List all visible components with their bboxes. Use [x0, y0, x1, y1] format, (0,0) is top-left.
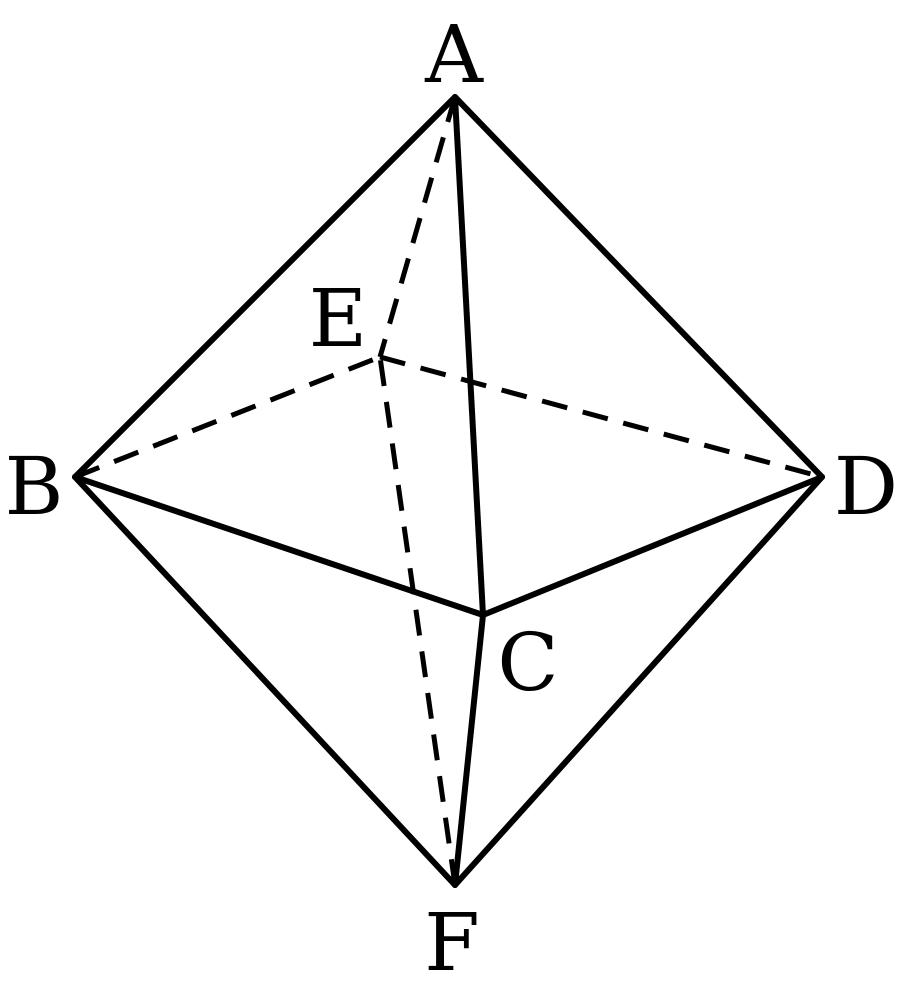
vertex-label-e: E [309, 272, 367, 365]
edge-fb [72, 474, 458, 888]
edge-ae-hidden [377, 96, 458, 358]
edge-ab [72, 94, 458, 480]
vertex-label-a: A [424, 8, 484, 101]
vertex-label-d: D [834, 440, 898, 533]
edge-fd [452, 474, 825, 888]
edge-fc [452, 612, 486, 888]
vertex-label-f: F [424, 896, 480, 989]
edge-bc [72, 474, 486, 618]
edge-ed-hidden [379, 354, 823, 480]
edges-group [72, 94, 825, 888]
edge-ac [452, 94, 486, 618]
edge-fe-hidden [377, 356, 458, 886]
vertex-label-c: C [497, 616, 558, 709]
edge-ad [452, 94, 825, 480]
edge-be-hidden [74, 354, 381, 480]
vertex-labels-group: A B C D E F [5, 8, 898, 989]
edge-cd [480, 474, 825, 618]
vertex-label-b: B [5, 440, 64, 533]
